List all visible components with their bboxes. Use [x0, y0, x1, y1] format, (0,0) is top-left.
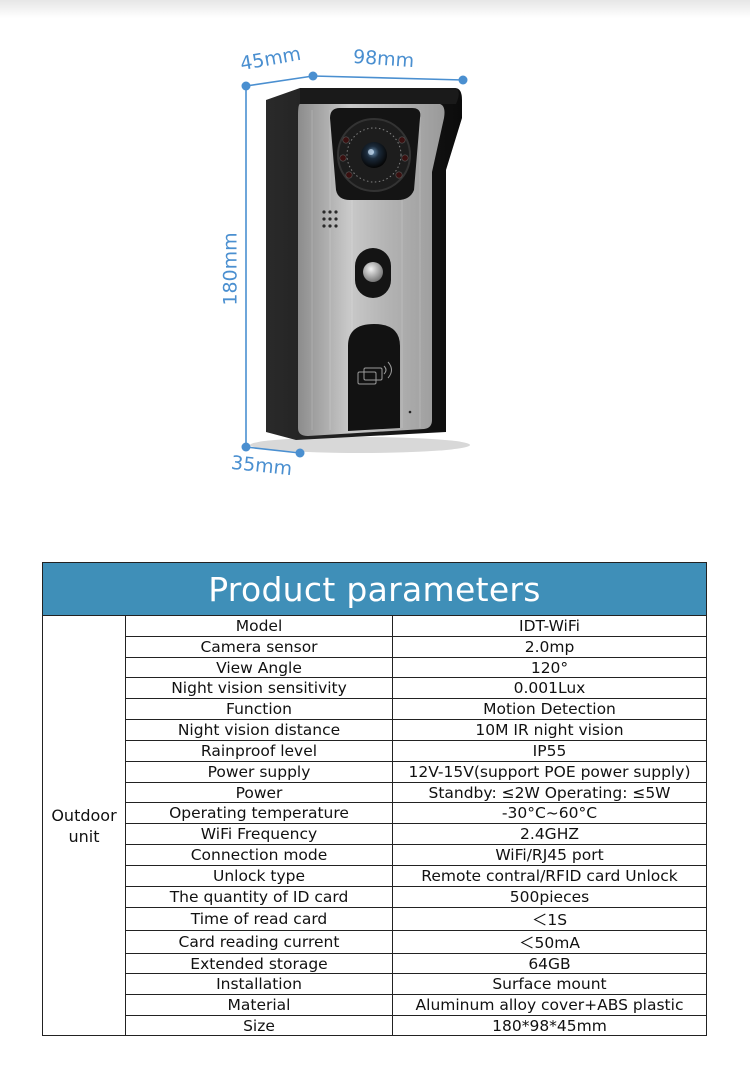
param-value: 2.0mp: [524, 637, 575, 656]
table-row: Power supply 12V-15V(support POE power su…: [126, 761, 706, 783]
table-row: Function Motion Detection: [126, 699, 706, 721]
group-label-cell: Outdoor unit: [43, 616, 126, 1036]
product-illustration: 45mm 98mm 180mm 35mm: [0, 0, 750, 520]
rfid-reader: [348, 324, 400, 431]
speaker-grille: [322, 210, 338, 228]
param-value: ＜50mA: [519, 933, 580, 952]
param-value: Surface mount: [492, 975, 607, 994]
param-name: Operating temperature: [126, 803, 393, 824]
param-value: IP55: [532, 741, 567, 760]
table-row: WiFi Frequency 2.4GHZ: [126, 824, 706, 846]
width-label: 98mm: [352, 45, 415, 73]
param-name: Unlock type: [126, 865, 393, 886]
param-value: Aluminum alloy cover+ABS plastic: [415, 996, 684, 1015]
param-value: -30°C~60°C: [501, 804, 598, 823]
table-row: Night vision sensitivity 0.001Lux: [126, 678, 706, 700]
param-value: 2.4GHZ: [520, 825, 579, 844]
param-name: Camera sensor: [126, 636, 393, 657]
table-row: View Angle 120°: [126, 657, 706, 679]
table-row: Camera sensor 2.0mp: [126, 636, 706, 658]
product-parameters-table: Product parameters Outdoor unit Model IDT…: [42, 562, 707, 1036]
param-value: Remote contral/RFID card Unlock: [421, 866, 678, 885]
table-row: Card reading current ＜50mA: [126, 930, 706, 954]
param-value: 0.001Lux: [513, 679, 586, 698]
height-label: 180mm: [219, 232, 242, 306]
housing-hood: [300, 88, 459, 104]
table-row: Operating temperature -30°C~60°C: [126, 803, 706, 825]
param-name: View Angle: [126, 657, 393, 678]
param-name: Card reading current: [126, 930, 393, 953]
param-name: Rainproof level: [126, 740, 393, 761]
param-name: Power: [126, 782, 393, 803]
table-row: Size 180*98*45mm: [126, 1016, 706, 1036]
param-value: Motion Detection: [483, 700, 616, 719]
param-value: 64GB: [528, 954, 571, 973]
param-name: Function: [126, 699, 393, 720]
top-gradient-bar: [0, 0, 750, 18]
table-row: Unlock type Remote contral/RFID card Unlo…: [126, 865, 706, 887]
param-name: Power supply: [126, 761, 393, 782]
table-row: Night vision distance 10M IR night vision: [126, 720, 706, 741]
dimension-lines: [241, 71, 468, 458]
table-row: Rainproof level IP55: [126, 740, 706, 762]
param-value: Standby: ≤2W Operating: ≤5W: [428, 783, 671, 802]
param-name: Model: [126, 616, 393, 636]
param-name: Size: [126, 1016, 393, 1036]
param-name: Connection mode: [126, 845, 393, 865]
param-name: Night vision sensitivity: [126, 678, 393, 699]
table-row: Model IDT-WiFi: [126, 616, 706, 637]
table-row: Time of read card ＜1S: [126, 907, 706, 931]
ir-leds: [339, 136, 409, 179]
call-button: [363, 262, 383, 282]
param-value: 10M IR night vision: [475, 721, 624, 740]
param-value: 500pieces: [509, 887, 590, 906]
param-value: 180*98*45mm: [492, 1016, 607, 1035]
param-name: Night vision distance: [126, 720, 393, 740]
param-name: Extended storage: [126, 953, 393, 974]
param-name: Time of read card: [126, 907, 393, 930]
param-value: 12V-15V(support POE power supply): [408, 762, 691, 781]
param-value: ＜1S: [531, 910, 568, 929]
table-row: Installation Surface mount: [126, 974, 706, 996]
table-row: Extended storage 64GB: [126, 953, 706, 975]
table-row: Connection mode WiFi/RJ45 port: [126, 845, 706, 866]
table-row: The quantity of ID card 500pieces: [126, 886, 706, 908]
table-body: Outdoor unit Model IDT-WiFi Camera sensor…: [43, 616, 706, 1036]
table-title: Product parameters: [43, 563, 706, 616]
group-label-line1: Outdoor: [51, 806, 117, 825]
rfid-icon: [357, 361, 392, 385]
parameter-rows: Model IDT-WiFi Camera sensor 2.0mp View An…: [126, 616, 706, 1036]
param-name: Material: [126, 995, 393, 1016]
group-label-line2: unit: [68, 827, 100, 846]
param-value: IDT-WiFi: [519, 616, 580, 635]
param-name: WiFi Frequency: [126, 824, 393, 845]
param-value: WiFi/RJ45 port: [495, 846, 604, 865]
table-row: Power Standby: ≤2W Operating: ≤5W: [126, 782, 706, 804]
camera-lens: [361, 142, 387, 168]
table-row: Material Aluminum alloy cover+ABS plastic: [126, 995, 706, 1017]
param-name: The quantity of ID card: [126, 886, 393, 907]
param-value: 120°: [530, 658, 569, 677]
doorbell-drawing: [241, 71, 470, 458]
param-name: Installation: [126, 974, 393, 995]
drop-shadow: [250, 437, 470, 453]
